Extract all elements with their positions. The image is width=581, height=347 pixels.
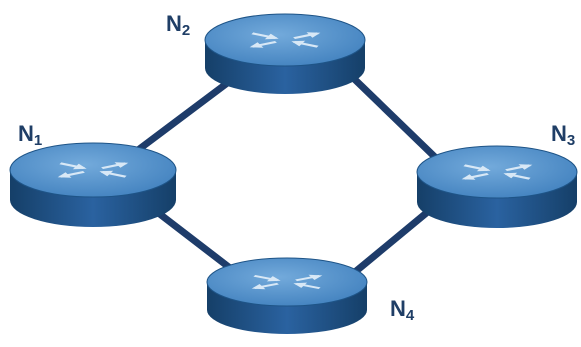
router-arrows-icon [57,162,129,178]
router-top [9,142,177,198]
router-n3[interactable] [416,145,578,228]
node-label-n4: N4 [390,296,415,324]
router-top [204,13,366,67]
router-n1[interactable] [9,142,177,227]
node-label-n2: N2 [166,11,190,39]
router-arrows-icon [251,274,323,290]
node-label-n3: N3 [551,121,575,149]
router-arrows-icon [461,164,533,180]
link-n3-n4 [351,201,440,276]
node-label-n1: N1 [18,121,42,149]
link-n4-n1 [144,201,234,272]
link-n2-n3 [341,66,442,164]
link-n1-n2 [134,71,242,154]
router-n2[interactable] [204,13,366,94]
router-top [416,145,578,199]
links [134,66,442,276]
router-top [206,257,368,307]
router-n4[interactable] [206,257,368,334]
router-arrows-icon [249,32,321,48]
